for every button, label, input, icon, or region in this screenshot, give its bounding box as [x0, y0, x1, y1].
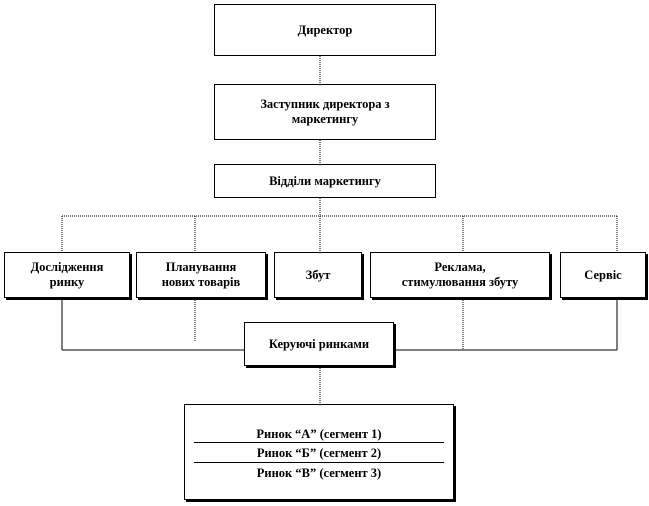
- director-label: Директор: [297, 22, 353, 37]
- unit-label: Планування нових товарів: [161, 260, 241, 289]
- director-box: Директор: [214, 4, 436, 56]
- unit-label: Реклама, стимулювання збуту: [401, 260, 519, 289]
- market-managers-box: Керуючі ринками: [244, 322, 394, 366]
- market-divider: [194, 442, 444, 443]
- unit-advertising: Реклама, стимулювання збуту: [370, 252, 550, 298]
- market-b: Ринок “Б” (сегмент 2): [256, 446, 382, 460]
- market-managers-label: Керуючі ринками: [268, 336, 370, 351]
- deputy-box: Заступник директора з маркетингу: [214, 84, 436, 140]
- unit-label: Дослідження ринку: [30, 260, 104, 289]
- unit-service: Сервіс: [560, 252, 646, 298]
- unit-sales: Збут: [274, 252, 362, 298]
- departments-box: Відділи маркетингу: [214, 164, 436, 198]
- unit-label: Сервіс: [584, 267, 622, 282]
- unit-new-product-planning: Планування нових товарів: [136, 252, 266, 298]
- departments-label: Відділи маркетингу: [269, 173, 381, 188]
- market-divider: [194, 462, 444, 463]
- unit-market-research: Дослідження ринку: [4, 252, 130, 298]
- deputy-label: Заступник директора з маркетингу: [260, 97, 390, 126]
- market-c: Ринок “В” (сегмент 3): [256, 466, 382, 480]
- markets-box: [184, 404, 454, 500]
- market-a: Ринок “А” (сегмент 1): [256, 427, 382, 441]
- unit-label: Збут: [305, 267, 331, 282]
